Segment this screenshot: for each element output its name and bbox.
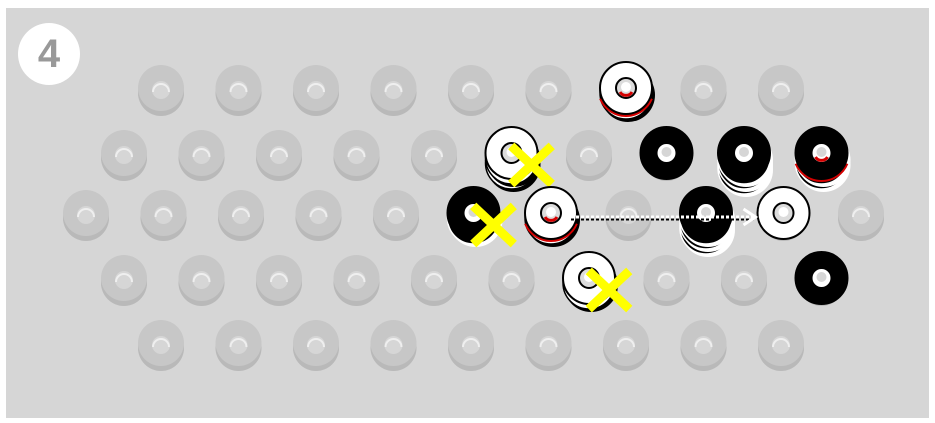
board-hole[interactable] <box>256 255 302 306</box>
board-hole[interactable] <box>603 320 649 371</box>
board-canvas <box>6 8 929 418</box>
board-hole[interactable] <box>371 65 417 116</box>
black-piece-stack[interactable] <box>641 127 693 179</box>
board-hole[interactable] <box>681 65 727 116</box>
black-piece-stack[interactable] <box>718 127 773 197</box>
board-hole[interactable] <box>293 65 339 116</box>
board-hole[interactable] <box>411 130 457 181</box>
board-hole[interactable] <box>179 255 225 306</box>
board-hole[interactable] <box>566 130 612 181</box>
black-piece-stack[interactable] <box>796 127 851 192</box>
board-hole[interactable] <box>411 255 457 306</box>
white-piece-stack[interactable] <box>758 187 810 239</box>
board-hole[interactable] <box>334 255 380 306</box>
board-hole[interactable] <box>101 130 147 181</box>
white-piece-stack[interactable] <box>563 252 626 312</box>
board-hole[interactable] <box>218 190 264 241</box>
board-hole[interactable] <box>216 65 262 116</box>
board-hole[interactable] <box>758 65 804 116</box>
board-hole[interactable] <box>296 190 342 241</box>
game-board: 4 <box>6 8 929 418</box>
board-hole[interactable] <box>138 65 184 116</box>
board-hole[interactable] <box>179 130 225 181</box>
board-hole[interactable] <box>141 190 187 241</box>
board-hole[interactable] <box>293 320 339 371</box>
board-hole[interactable] <box>256 130 302 181</box>
board-hole[interactable] <box>334 130 380 181</box>
board-hole[interactable] <box>758 320 804 371</box>
board-hole[interactable] <box>448 320 494 371</box>
board-hole[interactable] <box>373 190 419 241</box>
board-hole[interactable] <box>371 320 417 371</box>
board-hole[interactable] <box>216 320 262 371</box>
black-piece-stack[interactable] <box>680 187 735 257</box>
board-hole[interactable] <box>63 190 109 241</box>
white-piece-stack[interactable] <box>600 62 655 122</box>
board-hole[interactable] <box>101 255 147 306</box>
white-piece-stack[interactable] <box>486 127 549 192</box>
board-hole[interactable] <box>489 255 535 306</box>
board-hole[interactable] <box>526 65 572 116</box>
black-piece-stack[interactable] <box>448 187 511 247</box>
board-hole[interactable] <box>138 320 184 371</box>
board-hole[interactable] <box>448 65 494 116</box>
black-piece-stack[interactable] <box>796 252 848 304</box>
board-hole[interactable] <box>681 320 727 371</box>
board-hole[interactable] <box>644 255 690 306</box>
board-hole[interactable] <box>838 190 884 241</box>
board-hole[interactable] <box>721 255 767 306</box>
board-hole[interactable] <box>526 320 572 371</box>
